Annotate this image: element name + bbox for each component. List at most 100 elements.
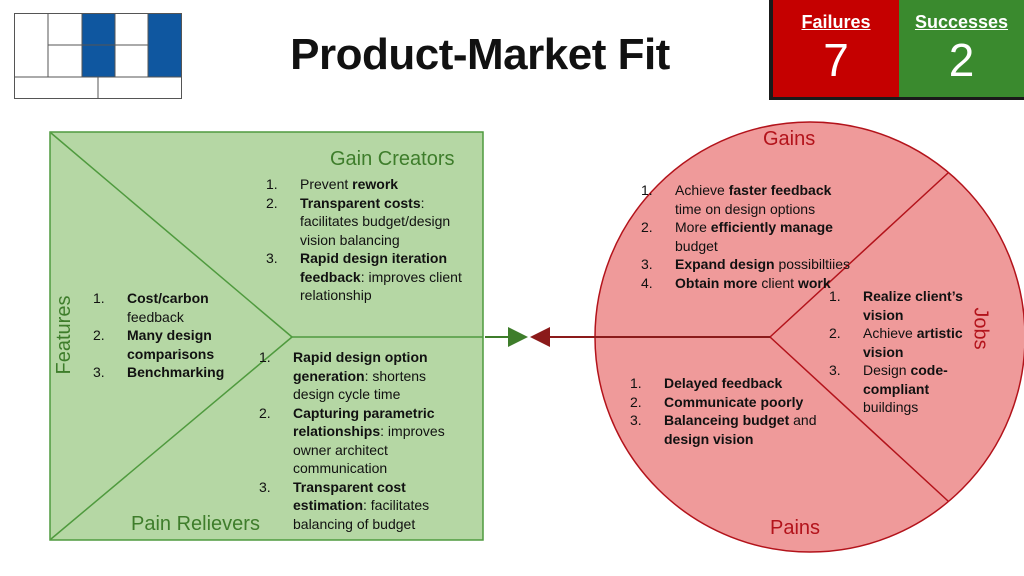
list-item: 4. Obtain more client work bbox=[641, 274, 856, 293]
list-item-number: 1. bbox=[630, 375, 642, 391]
successes-label: Successes bbox=[914, 12, 1009, 32]
list-item-number: 1. bbox=[259, 349, 271, 365]
failures-value: 7 bbox=[823, 34, 849, 86]
list-item-text: work bbox=[797, 274, 831, 291]
list-item: 2. More efficiently manage budget bbox=[641, 218, 856, 255]
list-item-text: budget bbox=[675, 237, 718, 254]
list-item-text: More bbox=[675, 219, 711, 235]
list-item-number: 3. bbox=[93, 364, 105, 380]
list-item: 1. Prevent rework bbox=[266, 175, 484, 194]
list-item-text: client bbox=[761, 274, 798, 291]
features-list: 1. Cost/carbon feedback 2. Many design comp… bbox=[93, 289, 243, 382]
failures-box: Failures 7 bbox=[773, 0, 899, 97]
list-item: 1. Rapid design option generation: shorte… bbox=[259, 348, 459, 404]
successes-box: Successes 2 bbox=[899, 0, 1024, 97]
list-item-text: Achieve bbox=[863, 325, 917, 341]
list-item: 2. Transparent costs: facilitates budget/… bbox=[266, 194, 484, 250]
list-item-text: faster feedback bbox=[728, 182, 832, 198]
list-item-text: feedback bbox=[127, 308, 184, 325]
failures-label: Failures bbox=[801, 12, 871, 32]
list-item-text: code-compliant bbox=[863, 362, 948, 397]
list-item: 3. Design code-compliant buildings bbox=[829, 361, 964, 417]
list-item-text: Transparent costs bbox=[300, 194, 421, 211]
list-item-text: Realize client’s vision bbox=[863, 288, 963, 323]
list-item: 3. Benchmarking bbox=[93, 363, 243, 382]
gain-creators-heading: Gain Creators bbox=[330, 148, 455, 170]
list-item-text: Achieve bbox=[675, 182, 729, 198]
list-item-text: Obtain more bbox=[675, 274, 762, 291]
list-item-text: : facilitates balancing of budget bbox=[293, 497, 430, 532]
list-item: 3. Expand design possibiltiies bbox=[641, 255, 856, 274]
list-item: 1. Achieve faster feedback time on design… bbox=[641, 181, 856, 218]
jobs-list: 1. Realize client’s vision 2. Achieve artis… bbox=[829, 287, 964, 417]
list-item-text: Many design comparisons bbox=[127, 327, 215, 362]
logo-grid-icon bbox=[14, 13, 182, 99]
list-item: 2. Achieve artistic vision bbox=[829, 324, 964, 361]
list-item-text: Cost/carbon bbox=[127, 290, 209, 306]
successes-value: 2 bbox=[948, 34, 975, 86]
value-map-divider-bottom bbox=[50, 336, 293, 540]
list-item: 1. Realize client’s vision bbox=[829, 287, 964, 324]
list-item-text: Rapid design iteration feedback bbox=[300, 250, 448, 285]
list-item-text: possibiltiies bbox=[774, 256, 851, 272]
list-item-number: 4. bbox=[641, 274, 653, 291]
gain-creators-list: 1. Prevent rework 2. Transparent costs: fac… bbox=[266, 175, 484, 305]
customer-divider-bottom bbox=[769, 336, 949, 502]
list-item: 2. Communicate poorly bbox=[630, 393, 830, 412]
list-item: 3. Balanceing budget and design vision bbox=[630, 411, 830, 448]
list-item-number: 2. bbox=[829, 325, 841, 341]
page-title: Product-Market Fit bbox=[290, 30, 670, 79]
value-map-square bbox=[49, 131, 484, 541]
list-item-number: 1. bbox=[641, 182, 653, 198]
list-item-number: 3. bbox=[259, 478, 271, 495]
list-item: 2. Capturing parametric relationships: im… bbox=[259, 404, 459, 478]
list-item-text: : improves client relationship bbox=[300, 268, 462, 304]
features-heading: Features bbox=[53, 295, 75, 375]
list-item-text: : improves owner architect communication bbox=[293, 423, 445, 476]
customer-divider-top bbox=[769, 172, 949, 338]
list-item-number: 3. bbox=[630, 412, 642, 428]
list-item-text: Transparent cost estimation bbox=[293, 478, 406, 514]
list-item-number: 2. bbox=[259, 404, 271, 421]
list-item-text: Communicate poorly bbox=[664, 393, 804, 410]
list-item-text: buildings bbox=[863, 399, 919, 415]
list-item-number: 2. bbox=[266, 194, 278, 211]
list-item-number: 2. bbox=[630, 393, 642, 410]
list-item-text: and bbox=[789, 412, 817, 428]
list-item: 1. Cost/carbon feedback bbox=[93, 289, 243, 326]
list-item-text: Expand design bbox=[675, 256, 775, 272]
list-item: 1. Delayed feedback bbox=[630, 374, 830, 393]
list-item-number: 1. bbox=[93, 290, 105, 306]
list-item-text: : shortens design cycle time bbox=[293, 367, 427, 403]
list-item-text: : facilitates budget/design vision balan… bbox=[300, 194, 451, 248]
list-item-text: artistic vision bbox=[863, 325, 963, 360]
list-item-number: 3. bbox=[266, 250, 278, 266]
list-item-number: 2. bbox=[641, 219, 653, 235]
gains-heading: Gains bbox=[763, 128, 816, 150]
list-item-text: efficiently manage bbox=[710, 219, 833, 235]
list-item: 3. Rapid design iteration feedback: impro… bbox=[266, 249, 484, 305]
list-item-text: Benchmarking bbox=[127, 364, 225, 380]
list-item-text: time on design options bbox=[675, 200, 816, 217]
list-item-text: design vision bbox=[664, 430, 754, 447]
list-item-text: Delayed feedback bbox=[664, 375, 783, 391]
list-item: 3. Transparent cost estimation: facilitat… bbox=[259, 478, 459, 534]
list-item-number: 2. bbox=[93, 327, 105, 343]
list-item: 2. Many design comparisons bbox=[93, 326, 243, 363]
score-panel: Failures 7 Successes 2 bbox=[769, 0, 1024, 100]
list-item-text: rework bbox=[352, 176, 399, 192]
list-item-text: Design bbox=[863, 362, 911, 378]
list-item-number: 3. bbox=[641, 256, 653, 272]
list-item-number: 3. bbox=[829, 362, 841, 378]
pains-heading: Pains bbox=[770, 517, 821, 539]
pain-relievers-heading: Pain Relievers bbox=[131, 513, 260, 535]
list-item-text: Rapid design option generation bbox=[293, 349, 428, 384]
list-item-text: Prevent bbox=[300, 176, 353, 192]
list-item-text: Capturing parametric relationships bbox=[293, 404, 435, 440]
list-item-number: 1. bbox=[266, 176, 278, 192]
value-map-divider-top bbox=[50, 132, 293, 338]
jobs-heading: Jobs bbox=[969, 307, 992, 350]
list-item-text: Balanceing budget bbox=[664, 412, 790, 428]
list-item-number: 1. bbox=[829, 288, 841, 304]
